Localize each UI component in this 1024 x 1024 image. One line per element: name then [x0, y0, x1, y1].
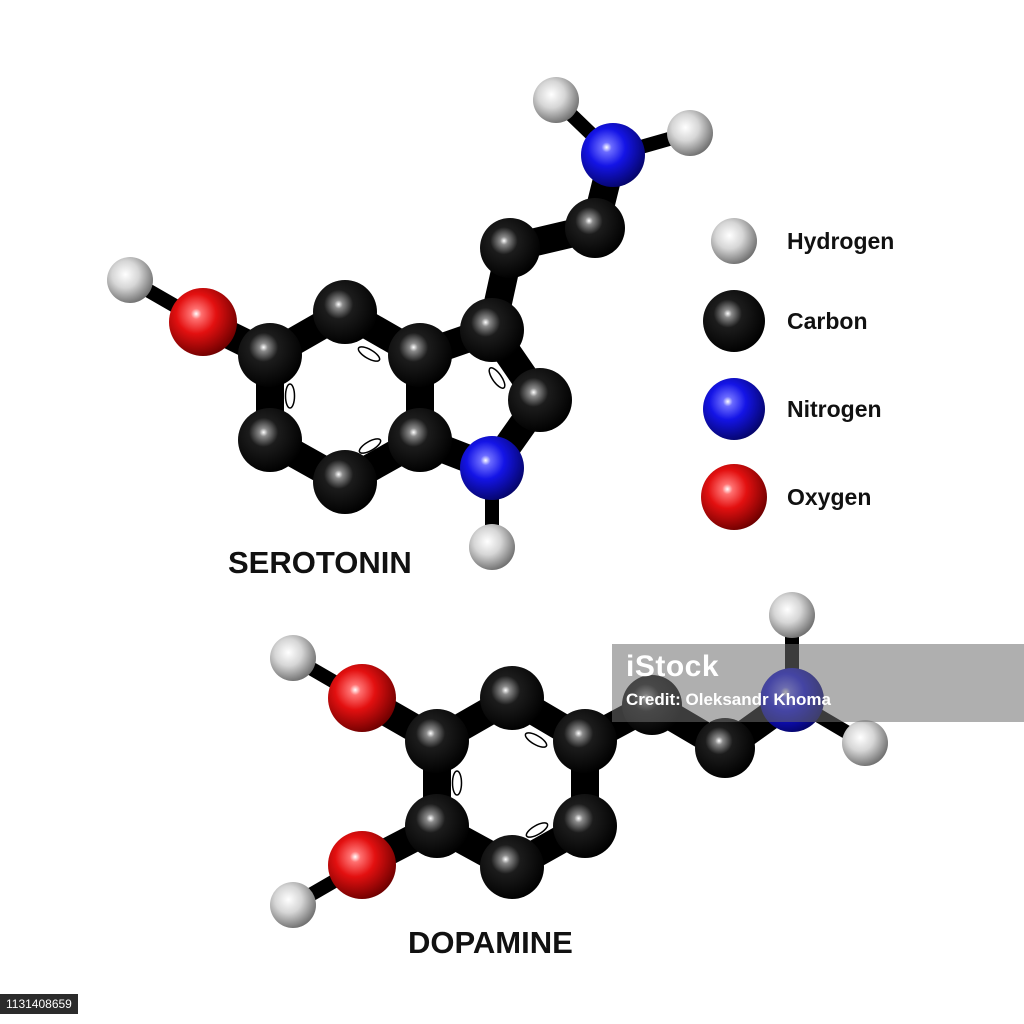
serotonin-label: SEROTONIN	[228, 545, 412, 580]
dopamine-label: DOPAMINE	[408, 925, 573, 960]
carbon-atom	[238, 323, 302, 387]
hydrogen-swatch-icon	[711, 218, 757, 264]
carbon-atom	[388, 323, 452, 387]
oxygen-atom	[328, 664, 396, 732]
carbon-atom	[480, 666, 544, 730]
serotonin-molecule: SEROTONIN	[107, 77, 713, 580]
carbon-atom	[508, 368, 572, 432]
serotonin-atoms	[107, 77, 713, 570]
carbon-atom	[565, 198, 625, 258]
stock-id-badge: 1131408659	[0, 994, 78, 1014]
hydrogen-atom	[107, 257, 153, 303]
hydrogen-atom	[270, 635, 316, 681]
carbon-atom	[460, 298, 524, 362]
hydrogen-atom	[469, 524, 515, 570]
legend-label-hydrogen: Hydrogen	[787, 228, 894, 254]
carbon-atom	[553, 709, 617, 773]
nitrogen-swatch-icon	[703, 378, 765, 440]
carbon-atom	[553, 794, 617, 858]
serotonin-double-bond-marks	[284, 346, 506, 454]
watermark-brand: iStock	[626, 650, 720, 683]
carbon-atom	[313, 450, 377, 514]
legend-item-nitrogen: Nitrogen	[703, 378, 882, 440]
dopamine-double-bond-marks	[451, 732, 549, 838]
legend-label-carbon: Carbon	[787, 308, 868, 334]
hydrogen-atom	[769, 592, 815, 638]
hydrogen-atom	[533, 77, 579, 123]
nitrogen-atom	[581, 123, 645, 187]
carbon-swatch-icon	[703, 290, 765, 352]
hydrogen-atom	[667, 110, 713, 156]
legend-item-oxygen: Oxygen	[701, 464, 871, 530]
hydrogen-atom	[842, 720, 888, 766]
legend-item-carbon: Carbon	[703, 290, 868, 352]
carbon-atom	[480, 835, 544, 899]
legend-label-oxygen: Oxygen	[787, 484, 871, 510]
oxygen-atom	[328, 831, 396, 899]
legend-label-nitrogen: Nitrogen	[787, 396, 882, 422]
hydrogen-atom	[270, 882, 316, 928]
carbon-atom	[405, 794, 469, 858]
watermark-banner: iStock Credit: Oleksandr Khoma	[612, 644, 1024, 722]
legend: Hydrogen Carbon Nitrogen Oxygen	[701, 218, 894, 530]
oxygen-atom	[169, 288, 237, 356]
carbon-atom	[238, 408, 302, 472]
watermark-credit: Credit: Oleksandr Khoma	[626, 690, 831, 709]
carbon-atom	[388, 408, 452, 472]
carbon-atom	[480, 218, 540, 278]
carbon-atom	[695, 718, 755, 778]
carbon-atom	[405, 709, 469, 773]
legend-item-hydrogen: Hydrogen	[711, 218, 894, 264]
carbon-atom	[313, 280, 377, 344]
nitrogen-atom	[460, 436, 524, 500]
oxygen-swatch-icon	[701, 464, 767, 530]
